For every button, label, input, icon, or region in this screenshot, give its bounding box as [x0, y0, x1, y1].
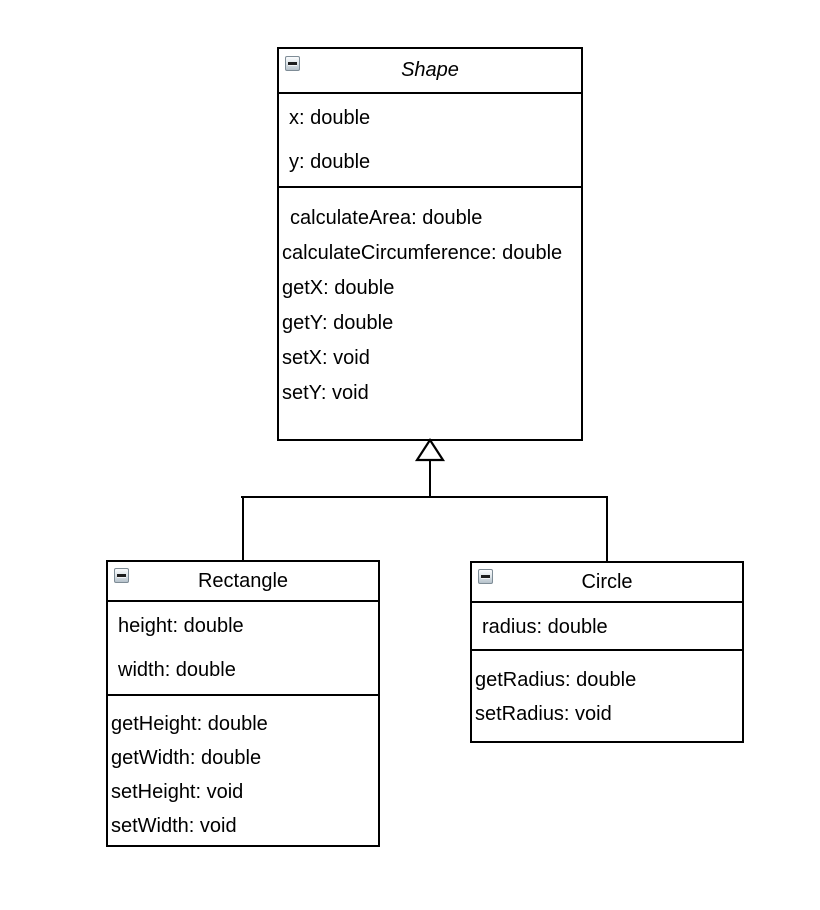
method-row[interactable]: getWidth: double — [111, 746, 262, 769]
generalization-edge-circle-drop[interactable] — [606, 496, 608, 563]
method-row[interactable]: getX: double — [282, 277, 395, 299]
method-row[interactable]: calculateArea: double — [290, 207, 483, 229]
attribute-row[interactable]: y: double — [289, 150, 371, 173]
minus-icon — [481, 575, 490, 578]
rectangle-collapse-button[interactable] — [114, 568, 129, 583]
class-box-circle[interactable]: Circle radius: double getRadius: double … — [470, 561, 744, 743]
generalization-edge-stem[interactable] — [429, 460, 431, 498]
method-row[interactable]: getRadius: double — [475, 668, 637, 691]
attribute-row[interactable]: radius: double — [482, 615, 608, 638]
method-row[interactable]: calculateCircumference: double — [282, 242, 563, 264]
circle-title-bar: Circle — [472, 563, 742, 603]
minus-icon — [288, 62, 297, 65]
method-row[interactable]: setWidth: void — [111, 814, 237, 837]
rectangle-title-bar: Rectangle — [108, 562, 378, 602]
method-row[interactable]: setHeight: void — [111, 780, 244, 803]
hollow-triangle-icon — [414, 438, 446, 462]
shape-methods-section: calculateArea: double calculateCircumfer… — [279, 188, 581, 411]
generalization-edge-rectangle-drop[interactable] — [242, 496, 244, 562]
rectangle-methods-section: getHeight: double getWidth: double setHe… — [108, 696, 378, 843]
method-row[interactable]: getHeight: double — [111, 712, 268, 735]
generalization-arrowhead[interactable] — [414, 438, 446, 462]
method-row[interactable]: getY: double — [282, 312, 394, 334]
circle-methods-section: getRadius: double setRadius: void — [472, 651, 742, 731]
rectangle-attributes-section: height: double width: double — [108, 602, 378, 696]
class-title-shape: Shape — [401, 59, 459, 81]
minus-icon — [117, 574, 126, 577]
class-title-rectangle: Rectangle — [197, 569, 289, 592]
generalization-edge-crossbar[interactable] — [241, 496, 608, 498]
circle-attributes-section: radius: double — [472, 603, 742, 651]
shape-collapse-button[interactable] — [285, 56, 300, 71]
class-title-circle: Circle — [581, 570, 633, 593]
method-row[interactable]: setRadius: void — [475, 702, 612, 725]
attribute-row[interactable]: height: double — [118, 614, 244, 637]
method-row[interactable]: setX: void — [282, 347, 370, 369]
method-row[interactable]: setY: void — [282, 382, 369, 404]
class-box-shape[interactable]: Shape x: double y: double calculateArea:… — [277, 47, 583, 441]
attribute-row[interactable]: x: double — [289, 106, 371, 129]
class-box-rectangle[interactable]: Rectangle height: double width: double g… — [106, 560, 380, 847]
shape-attributes-section: x: double y: double — [279, 94, 581, 188]
circle-collapse-button[interactable] — [478, 569, 493, 584]
shape-title-bar: Shape — [279, 49, 581, 94]
attribute-row[interactable]: width: double — [118, 658, 236, 681]
